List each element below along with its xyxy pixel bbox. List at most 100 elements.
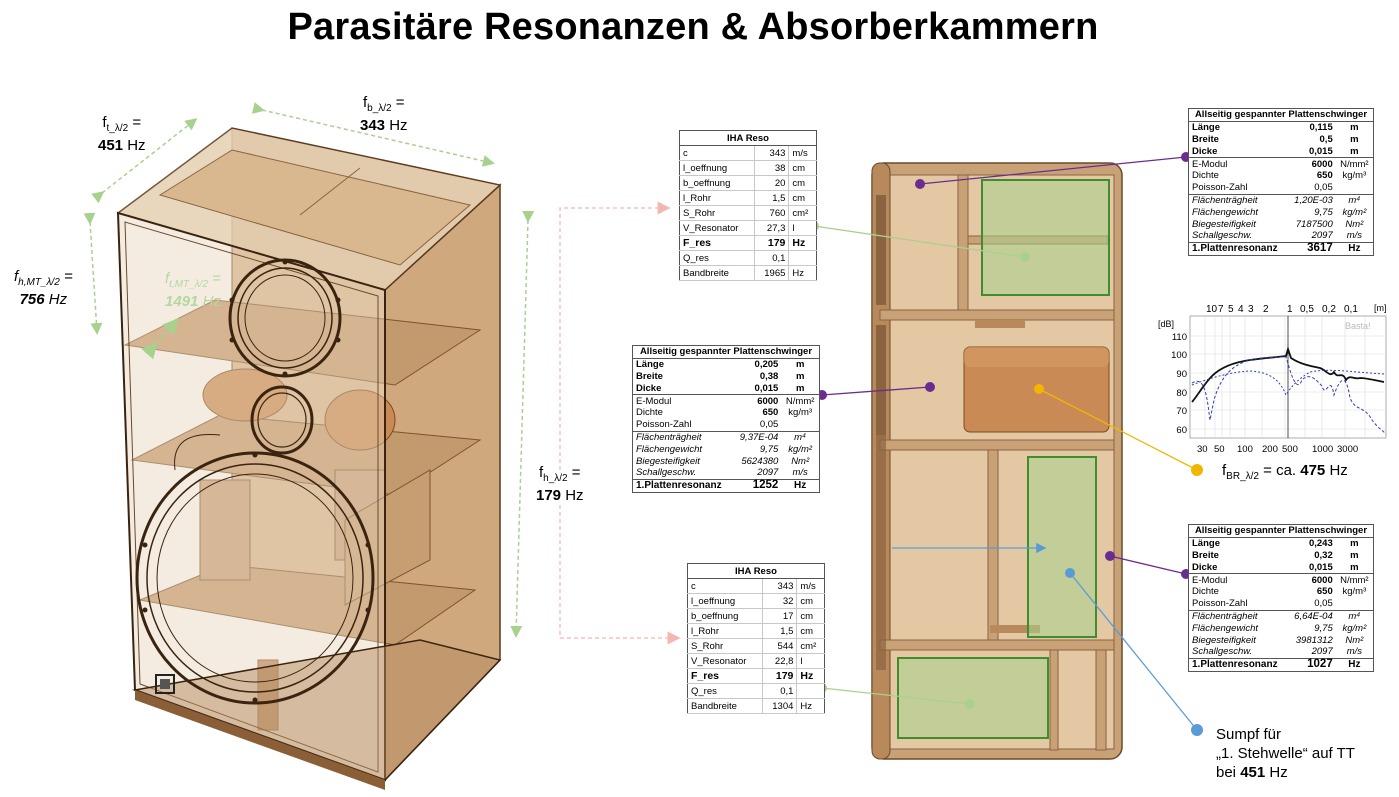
row-unit: Hz — [788, 235, 817, 251]
row-unit: m⁴ — [781, 430, 820, 444]
row-unit — [1336, 182, 1374, 194]
row-value: 0,015 — [1308, 561, 1333, 573]
table-header: Allseitig gespannter Plattenschwinger — [632, 345, 820, 359]
row-key: Dicke — [1192, 145, 1218, 157]
row-key: 1.Plattenresonanz — [1188, 657, 1288, 672]
top-tick-label: 5 — [1228, 304, 1234, 315]
row-key: Q_res — [687, 683, 763, 699]
row-unit: m — [1350, 538, 1359, 550]
row-unit: m/s — [1346, 646, 1363, 658]
row-value: 650 — [1316, 170, 1333, 182]
row-key: Dicke — [636, 382, 662, 394]
row-unit: m — [795, 359, 805, 371]
row-unit: m — [795, 382, 805, 394]
row-key: Flächengewicht — [636, 443, 703, 455]
top-tick-label: 3 — [1248, 304, 1254, 315]
label-ftmt: ft,MT_λ/2 = 1491 Hz — [165, 270, 221, 310]
row-unit: kg/m² — [1342, 622, 1367, 634]
table-row: Poisson-Zahl 0,05 — [633, 419, 820, 431]
row-key: E-Modul — [632, 394, 733, 407]
row-key: Dichte — [1192, 170, 1219, 182]
y-tick-label: 80 — [1176, 388, 1187, 399]
row-unit — [796, 683, 825, 699]
row-value: 6,64E-04 — [1287, 609, 1336, 623]
top-tick-label: 1 — [1287, 304, 1293, 315]
row-key: Schallgeschw. — [1192, 230, 1253, 242]
row-unit: kg/m³ — [788, 407, 813, 419]
table-header-row: IHA Reso — [679, 130, 817, 146]
row-value: 1,5 — [754, 190, 789, 206]
top-tick-label: 0,1 — [1344, 304, 1358, 315]
row-unit: cm — [796, 608, 825, 624]
row-value: 6000 — [1287, 573, 1336, 586]
row-value: 760 — [754, 205, 789, 221]
row-value: 32 — [762, 593, 797, 609]
row-value: 6000 — [732, 394, 782, 407]
row-value: 179 — [762, 668, 797, 684]
cabinet-3d-view — [83, 102, 535, 790]
row-unit: kg/m² — [1342, 206, 1367, 218]
row-key: c — [687, 578, 763, 594]
row-key: Bandbreite — [687, 698, 763, 714]
row-key: Biegesteifigkeit — [1192, 634, 1256, 646]
x-tick-label: 1000 — [1312, 444, 1334, 455]
x-tick-label: 50 — [1214, 444, 1225, 455]
row-value: 650 — [1316, 586, 1333, 598]
row-unit: l — [788, 220, 817, 236]
row-key: l_oeffnung — [679, 160, 755, 176]
row-value: 0,05 — [1314, 598, 1333, 610]
row-value: 38 — [754, 160, 789, 176]
row-unit: N/mm² — [781, 394, 820, 407]
row-unit — [788, 250, 817, 266]
row-value: 0,015 — [1308, 145, 1333, 157]
row-unit: m/s — [1346, 230, 1363, 242]
row-key: E-Modul — [1188, 157, 1288, 170]
row-unit: Hz — [1335, 657, 1374, 672]
row-key: Bandbreite — [679, 265, 755, 281]
row-key: F_res — [687, 668, 763, 684]
row-value: 5624380 — [741, 455, 779, 467]
row-unit: m⁴ — [1335, 609, 1374, 623]
frequency-response-graph — [1189, 315, 1387, 439]
row-key: c — [679, 145, 755, 161]
row-key: Dichte — [636, 407, 663, 419]
row-value: 0,05 — [1314, 182, 1333, 194]
row-key: l_oeffnung — [687, 593, 763, 609]
row-key: Poisson-Zahl — [636, 419, 692, 431]
row-key: V_Resonator — [679, 220, 755, 236]
row-unit: m/s — [788, 145, 817, 161]
row-unit: m — [1350, 549, 1359, 561]
row-value: 0,05 — [759, 419, 779, 431]
row-unit: N/mm² — [1335, 573, 1374, 586]
row-value: 20 — [754, 175, 789, 191]
x-tick-label: 3000 — [1337, 444, 1359, 455]
row-value: 0,1 — [762, 683, 797, 699]
row-value: 17 — [762, 608, 797, 624]
row-value: 0,115 — [1309, 122, 1333, 134]
top-tick-label: 0,2 — [1322, 304, 1336, 315]
x-tick-label: 30 — [1197, 444, 1208, 455]
